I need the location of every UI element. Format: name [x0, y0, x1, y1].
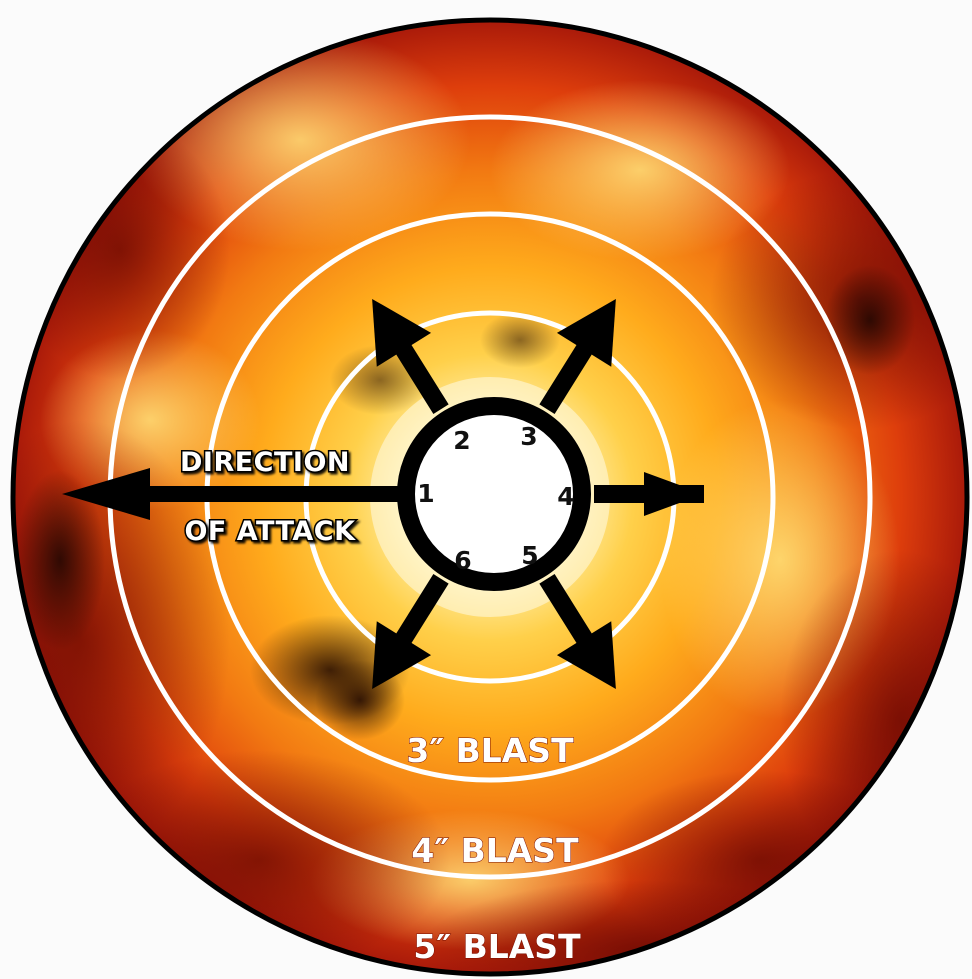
scatter-number-1: 1	[417, 479, 434, 508]
scatter-number-2: 2	[453, 426, 470, 455]
blast-label-4: 4″ BLAST	[411, 831, 579, 870]
scatter-number-3: 3	[520, 422, 537, 451]
blast-label-5: 5″ BLAST	[413, 927, 581, 966]
scatter-number-6: 6	[454, 546, 471, 575]
direction-label-line1: DIRECTION	[180, 447, 350, 478]
scatter-number-4: 4	[557, 482, 574, 511]
blast-labels: 3″ BLAST 4″ BLAST 5″ BLAST	[406, 731, 581, 966]
direction-label-line2: OF ATTACK	[184, 516, 356, 547]
scatter-number-5: 5	[521, 541, 538, 570]
blast-label-3: 3″ BLAST	[406, 731, 574, 770]
